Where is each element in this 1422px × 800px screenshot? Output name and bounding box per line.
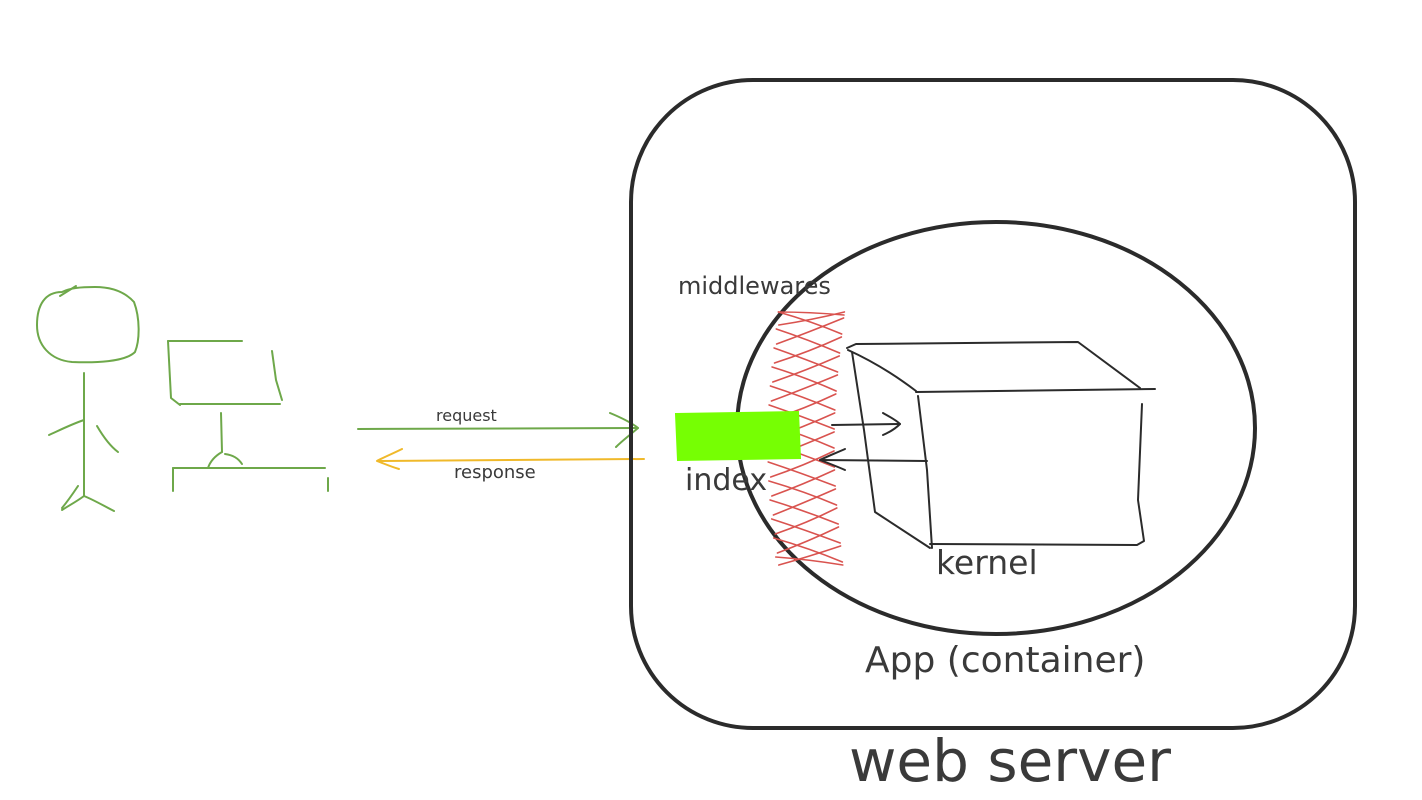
middleware-mesh-stroke [775,317,845,345]
index-kernel-arrows-icon [819,412,928,471]
middleware-mesh-stroke [773,347,839,373]
middleware-mesh-stroke [768,404,835,430]
middleware-mesh-stroke [776,526,840,554]
computer-monitor-icon [167,340,329,492]
user-stick-figure-icon [36,285,140,512]
response-label: response [454,462,536,483]
index-block [674,410,802,462]
middleware-mesh-stroke [775,556,844,566]
middleware-mesh-stroke [769,450,835,478]
request-label: request [436,406,497,425]
web-server-label: web server [849,727,1171,795]
middleware-mesh [767,311,846,566]
middleware-mesh-stroke [774,507,838,535]
middleware-mesh-stroke [772,355,840,383]
middleware-mesh-stroke [775,328,841,354]
middleware-mesh-stroke [771,366,837,392]
middleware-mesh-stroke [770,374,839,402]
middleware-mesh-stroke [772,537,844,563]
web-server-container [629,78,1357,730]
kernel-label: kernel [936,543,1038,582]
middleware-mesh-stroke [772,488,837,516]
middleware-mesh-stroke [769,499,839,525]
index-label: index [685,463,768,498]
middleware-mesh-stroke [770,518,841,544]
middleware-mesh-stroke [771,469,836,497]
middleware-mesh-stroke [767,461,836,487]
middleware-mesh-stroke [777,311,843,335]
request-arrow-icon [357,412,639,448]
response-arrow-icon [376,448,645,470]
middleware-mesh-stroke [777,311,845,316]
middleware-mesh-stroke [778,545,842,566]
middlewares-label: middlewares [678,272,831,300]
middleware-mesh-stroke [773,336,843,364]
middleware-mesh-stroke [778,311,846,326]
kernel-cube-icon [846,341,1156,549]
middleware-mesh-stroke [768,480,838,506]
app-container-label: App (container) [865,640,1146,681]
middleware-mesh-stroke [769,385,836,411]
